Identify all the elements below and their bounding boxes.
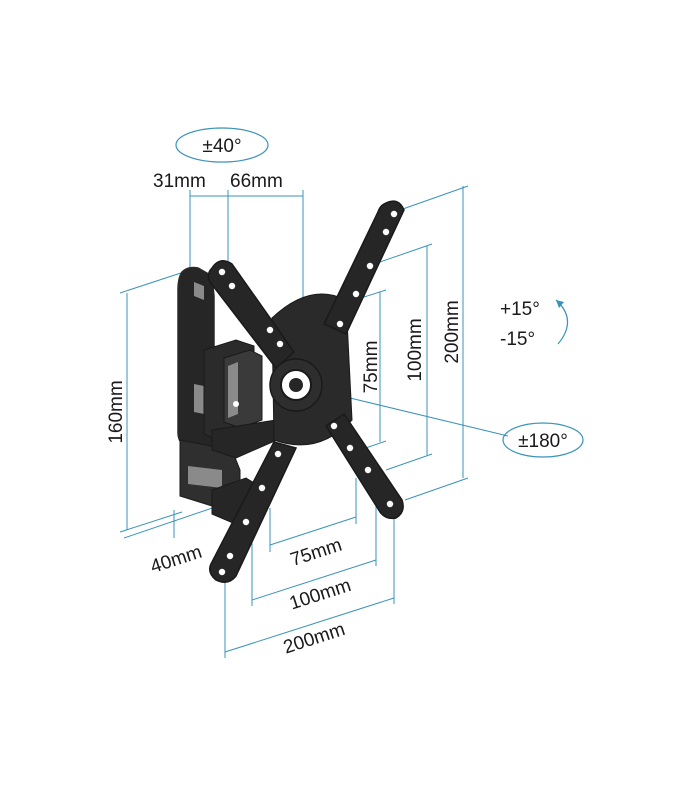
vesa-horizontal-75mm-label: 75mm bbox=[288, 535, 345, 571]
tilt-angle-label: ±40° bbox=[202, 136, 241, 157]
vesa-vertical-200mm-label: 200mm bbox=[442, 300, 463, 363]
rotation-angle-label: ±180° bbox=[518, 431, 568, 452]
angle-indicators bbox=[175, 127, 584, 458]
rotation-angle-ellipse bbox=[502, 422, 584, 458]
offset-66mm-label: 66mm bbox=[230, 171, 283, 192]
vesa-horizontal-100mm-label: 100mm bbox=[287, 575, 354, 615]
vesa-vertical-75mm-label: 75mm bbox=[361, 341, 382, 394]
swivel-down-label: -15° bbox=[500, 329, 535, 350]
vesa-horizontal-200mm-label: 200mm bbox=[281, 619, 348, 659]
depth-40mm-label: 40mm bbox=[148, 542, 205, 578]
tilt-angle-ellipse bbox=[175, 127, 269, 163]
offset-31mm-label: 31mm bbox=[153, 171, 206, 192]
swivel-arrowhead-icon bbox=[556, 300, 564, 308]
height-160mm-label: 160mm bbox=[106, 380, 127, 443]
vesa-vertical-100mm-label: 100mm bbox=[405, 318, 426, 381]
swing-arm bbox=[203, 339, 287, 459]
vesa-bracket bbox=[207, 200, 405, 583]
swivel-arrow-icon bbox=[555, 299, 569, 345]
swivel-up-label: +15° bbox=[500, 299, 540, 320]
